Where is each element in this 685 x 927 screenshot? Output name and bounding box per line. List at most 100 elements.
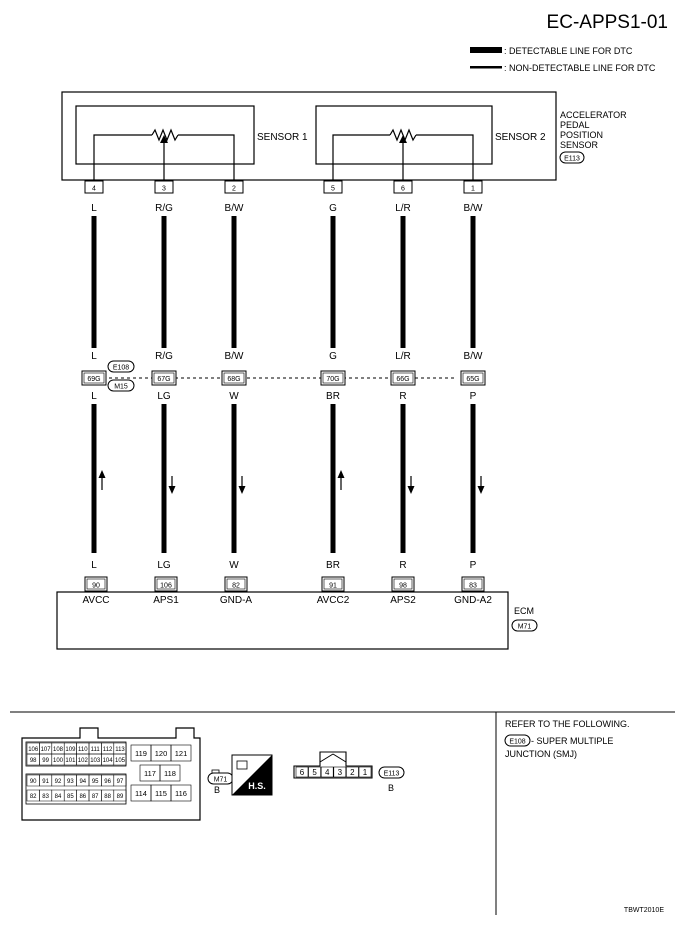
- e113-pin: 5: [312, 768, 317, 777]
- junction-pin: 69G: [87, 376, 100, 383]
- wire-color-top: R/G: [155, 203, 173, 214]
- ecm-pin: 91: [329, 583, 337, 590]
- e113-connector-color: B: [388, 783, 394, 793]
- ecm-pin: 106: [160, 583, 172, 590]
- wire-color-bottom: L: [91, 560, 97, 571]
- m71-pin: 107: [41, 747, 52, 753]
- m71-pin: 95: [92, 779, 99, 785]
- ecm-terminal-label: GND-A2: [454, 595, 492, 606]
- ecm-pin-box: [84, 576, 108, 592]
- app-sensor-connector-id: E113: [564, 156, 580, 163]
- note-line3: JUNCTION (SMJ): [505, 749, 577, 759]
- app-sensor-name-line2: PEDAL: [560, 120, 590, 130]
- junction-connector-badge-a: [107, 360, 135, 373]
- sensor-pin-box: [224, 180, 244, 194]
- m71-pin: 111: [91, 747, 101, 753]
- sensor1-resistor-icon: [151, 128, 179, 142]
- sensor-pin-box: [154, 180, 174, 194]
- sensor-pin: 1: [471, 186, 475, 193]
- sensor-pin: 2: [232, 186, 236, 193]
- wire-color-mid-lower: L: [91, 391, 97, 402]
- m71-pin: 97: [117, 779, 124, 785]
- m71-pin: 108: [53, 747, 64, 753]
- m71-pin: 83: [42, 794, 49, 800]
- junction-connector-badge-b: [107, 379, 135, 392]
- wire-color-mid-upper: L/R: [395, 351, 411, 362]
- m71-pin: 105: [115, 758, 126, 764]
- ecm-pin-box: [461, 576, 485, 592]
- e113-connector-badge: [378, 766, 405, 779]
- m71-pin: 106: [28, 747, 39, 753]
- m71-pin: 114: [135, 789, 147, 798]
- m71-pin: 103: [90, 758, 101, 764]
- m71-pin: 94: [79, 779, 86, 785]
- note-connector-badge: [504, 734, 531, 747]
- note-connector-id: E108: [509, 739, 525, 746]
- ecm-terminal-label: APS2: [390, 595, 416, 606]
- sensor-pin-box: [84, 180, 104, 194]
- ecm-pin: 90: [92, 583, 100, 590]
- m71-pin: 92: [55, 779, 62, 785]
- m71-pin: 119: [135, 749, 147, 758]
- wire-color-mid-upper: G: [329, 351, 337, 362]
- ecm-box: [56, 591, 509, 650]
- junction-pin-box: [390, 370, 416, 386]
- signal-down-arrow-icon: [168, 486, 176, 494]
- m71-pin: 110: [78, 747, 88, 753]
- ecm-pin: 83: [469, 583, 477, 590]
- m71-pin: 85: [67, 794, 74, 800]
- m71-pin: 91: [42, 779, 49, 785]
- e113-pin: 1: [363, 768, 368, 777]
- app-sensor-name-line3: POSITION: [560, 130, 603, 140]
- sensor1-wiper-arrow-icon: [160, 135, 168, 143]
- sensor-pin-box: [463, 180, 483, 194]
- wire-color-mid-lower: P: [470, 391, 477, 402]
- junction-pin: 66G: [396, 376, 409, 383]
- e113-connector-id: E113: [384, 771, 400, 778]
- figure-code: TBWT2010E: [624, 907, 664, 914]
- app-sensor-name-line1: ACCELERATOR: [560, 110, 627, 120]
- ecm-pin-box: [321, 576, 345, 592]
- app-sensor-box: [61, 91, 557, 181]
- m71-pin: 96: [104, 779, 111, 785]
- m71-pin: 87: [92, 794, 99, 800]
- m71-pin: 121: [175, 749, 188, 758]
- m71-connector-badge-text: M71: [214, 777, 228, 784]
- ecm-pin-box: [224, 576, 248, 592]
- legend-detectable-text: : DETECTABLE LINE FOR DTC: [504, 46, 633, 56]
- wire-color-bottom: LG: [157, 560, 171, 571]
- note-line1: REFER TO THE FOLLOWING.: [505, 719, 630, 729]
- sensor2-wiper-arrow-icon: [399, 135, 407, 143]
- junction-pin-box: [151, 370, 177, 386]
- m71-pin: 113: [115, 747, 125, 753]
- wire-color-mid-lower: BR: [326, 391, 340, 402]
- hs-label: H.S.: [248, 781, 266, 791]
- wire-color-mid-upper: B/W: [225, 351, 244, 362]
- ecm: ECM M71: [56, 591, 538, 650]
- ecm-pin-box: [154, 576, 178, 592]
- app-sensor: SENSOR 1 SENSOR 2 ACCELERATOR PEDAL POSI…: [61, 91, 627, 182]
- signal-down-arrow-icon: [407, 486, 415, 494]
- wire-color-top: B/W: [225, 203, 244, 214]
- sensor2-label: SENSOR 2: [495, 132, 546, 143]
- wire-color-bottom: P: [470, 560, 477, 571]
- e113-pin: 4: [325, 768, 330, 777]
- wire-color-top: L: [91, 203, 97, 214]
- ecm-connector-id: M71: [518, 624, 532, 631]
- m71-pin: 84: [55, 794, 62, 800]
- junction-pin-box: [81, 370, 107, 386]
- wire-color-mid-lower: R: [399, 391, 406, 402]
- m71-pin: 109: [65, 747, 76, 753]
- legend-non-detectable-text: : NON-DETECTABLE LINE FOR DTC: [504, 63, 656, 73]
- wire-color-mid-upper: R/G: [155, 351, 173, 362]
- e113-pin: 2: [350, 768, 355, 777]
- junction-connector-b: M15: [114, 384, 128, 391]
- m71-pin: 101: [65, 758, 76, 764]
- ecm-connector-badge: [511, 619, 538, 632]
- junction-pin-box: [221, 370, 247, 386]
- m71-pin: 89: [117, 794, 124, 800]
- m71-pin: 93: [67, 779, 74, 785]
- m71-pin: 99: [42, 758, 49, 764]
